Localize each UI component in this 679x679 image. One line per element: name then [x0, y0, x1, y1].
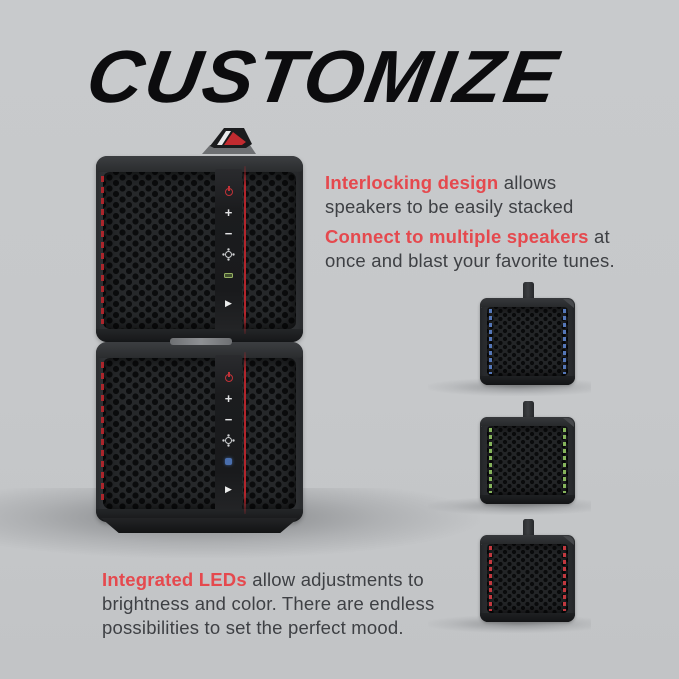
mini-speaker-blue — [428, 282, 591, 396]
mini-speaker-red-base — [480, 613, 575, 622]
power-icon — [224, 373, 233, 382]
mini-speaker-blue-base — [480, 376, 575, 385]
blue-led-strip-right — [563, 309, 566, 374]
battery-indicator-icon — [224, 271, 233, 280]
speaker-bottom-control-panel: + − ▶ — [215, 355, 242, 511]
mini-speaker-blue-handle — [523, 282, 534, 299]
feature-leds: Integrated LEDs allow adjustments to bri… — [102, 568, 444, 640]
green-led-strip-left — [489, 428, 492, 493]
mini-speaker-red-body — [480, 535, 575, 622]
speaker-top-led-strip — [101, 176, 104, 324]
mini-speaker-blue-body — [480, 298, 575, 385]
play-icon: ▶ — [225, 298, 232, 308]
speaker-top-lid — [96, 156, 303, 172]
mini-speaker-blue-grille — [487, 307, 568, 376]
interlock-tab — [170, 338, 232, 345]
mini-speaker-red-handle — [523, 519, 534, 536]
mini-speaker-red-lid — [480, 535, 575, 544]
led-brightness-icon — [225, 436, 232, 445]
mini-speaker-green-handle — [523, 401, 534, 418]
blue-led-strip-left — [489, 309, 492, 374]
led-brightness-icon — [225, 250, 232, 259]
stacked-speakers-photo: + − ▶ + − ▶ — [96, 128, 308, 548]
red-led-strip-left — [489, 546, 492, 611]
feature-leds-text: allow adjustments to brightness and colo… — [102, 568, 435, 638]
power-icon — [224, 187, 233, 196]
speaker-top: + − ▶ — [96, 156, 303, 342]
speaker-bottom-grille — [103, 358, 296, 509]
feature-interlocking-highlight: Interlocking design — [325, 171, 499, 193]
speaker-bottom: + − ▶ — [96, 338, 303, 533]
green-led-strip-right — [563, 428, 566, 493]
feature-interlocking-text: allows speakers to be easily stacked — [325, 171, 574, 217]
volume-up-icon: + — [224, 391, 233, 406]
play-icon: ▶ — [225, 484, 232, 494]
speaker-top-grille — [103, 172, 296, 329]
speaker-bottom-led-strip — [101, 362, 104, 504]
mini-speaker-green-grille — [487, 426, 568, 495]
volume-up-icon: + — [224, 205, 233, 220]
carry-handle — [202, 128, 256, 154]
mini-speaker-green-base — [480, 495, 575, 504]
speaker-bottom-lid — [96, 342, 303, 358]
speaker-foot — [101, 518, 298, 533]
speaker-top-control-panel: + − ▶ — [215, 169, 242, 331]
speaker-top-accent-line — [244, 166, 246, 334]
volume-down-icon: − — [224, 412, 233, 427]
feature-connect: Connect to multiple speakers at once and… — [325, 225, 639, 273]
speaker-bottom-accent-line — [244, 352, 246, 514]
bluetooth-icon — [225, 457, 232, 466]
feature-connect-highlight: Connect to multiple speakers — [325, 225, 589, 247]
red-led-strip-right — [563, 546, 566, 611]
speaker-top-base — [96, 329, 303, 342]
mini-speaker-red-grille — [487, 544, 568, 613]
mini-speaker-green-lid — [480, 417, 575, 426]
page-title: CUSTOMIZE — [81, 35, 566, 118]
volume-down-icon: − — [224, 226, 233, 241]
feature-connect-text: at once and blast your favorite tunes. — [325, 225, 615, 271]
feature-leds-highlight: Integrated LEDs — [102, 568, 247, 590]
mini-speaker-blue-lid — [480, 298, 575, 307]
mini-speaker-green-body — [480, 417, 575, 504]
mini-speaker-red — [428, 519, 591, 633]
mini-speaker-green — [428, 401, 591, 515]
feature-interlocking: Interlocking design allows speakers to b… — [325, 171, 593, 219]
